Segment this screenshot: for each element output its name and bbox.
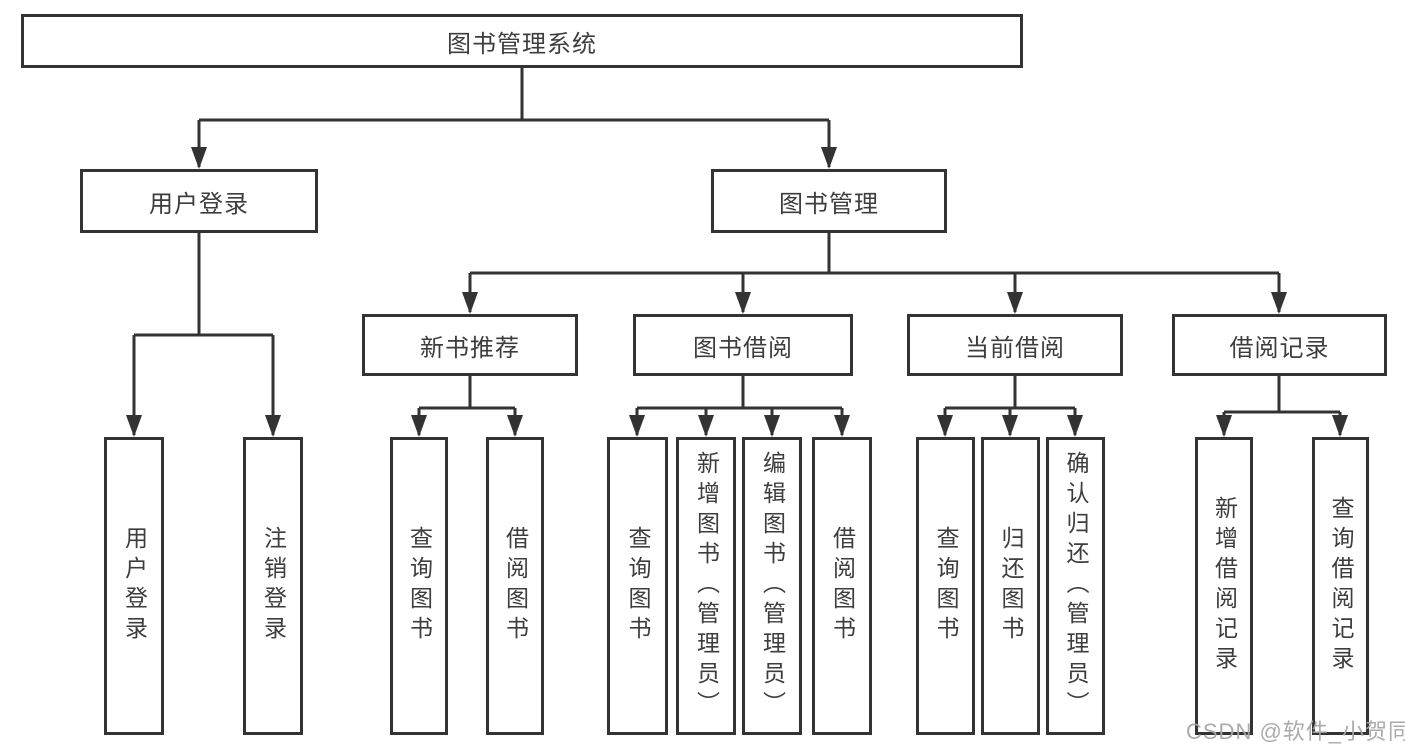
leaf-return-book: 归还图书 — [981, 437, 1040, 735]
node-user-login: 用户登录 — [80, 169, 318, 233]
leaf-edit-book-admin: 编辑图书（管理员） — [742, 437, 802, 735]
leaf-query-books-recommend: 查询图书 — [390, 437, 448, 735]
node-book-borrowing: 图书借阅 — [633, 314, 853, 376]
leaf-query-borrow-record: 查询借阅记录 — [1312, 437, 1369, 735]
connector-segments — [132, 68, 1342, 435]
leaf-user-login: 用户登录 — [104, 437, 164, 735]
node-new-book-recommendation: 新书推荐 — [362, 314, 578, 376]
leaf-borrow-books-borrowing: 借阅图书 — [812, 437, 872, 735]
leaf-confirm-return-admin: 确认归还（管理员） — [1046, 437, 1105, 735]
leaf-add-book-admin: 新增图书（管理员） — [676, 437, 736, 735]
node-borrowing-records: 借阅记录 — [1172, 314, 1387, 376]
leaf-logout: 注销登录 — [243, 437, 303, 735]
leaf-add-borrow-record: 新增借阅记录 — [1195, 437, 1253, 735]
node-book-management: 图书管理 — [711, 169, 947, 233]
watermark-text: CSDN @软件_小贺同学 — [1186, 719, 1405, 744]
leaf-borrow-books-recommend: 借阅图书 — [486, 437, 544, 735]
leaf-query-books-borrowing: 查询图书 — [607, 437, 668, 735]
node-current-borrowing: 当前借阅 — [907, 314, 1123, 376]
node-library-management-system: 图书管理系统 — [21, 14, 1023, 68]
leaf-query-books-current: 查询图书 — [916, 437, 975, 735]
